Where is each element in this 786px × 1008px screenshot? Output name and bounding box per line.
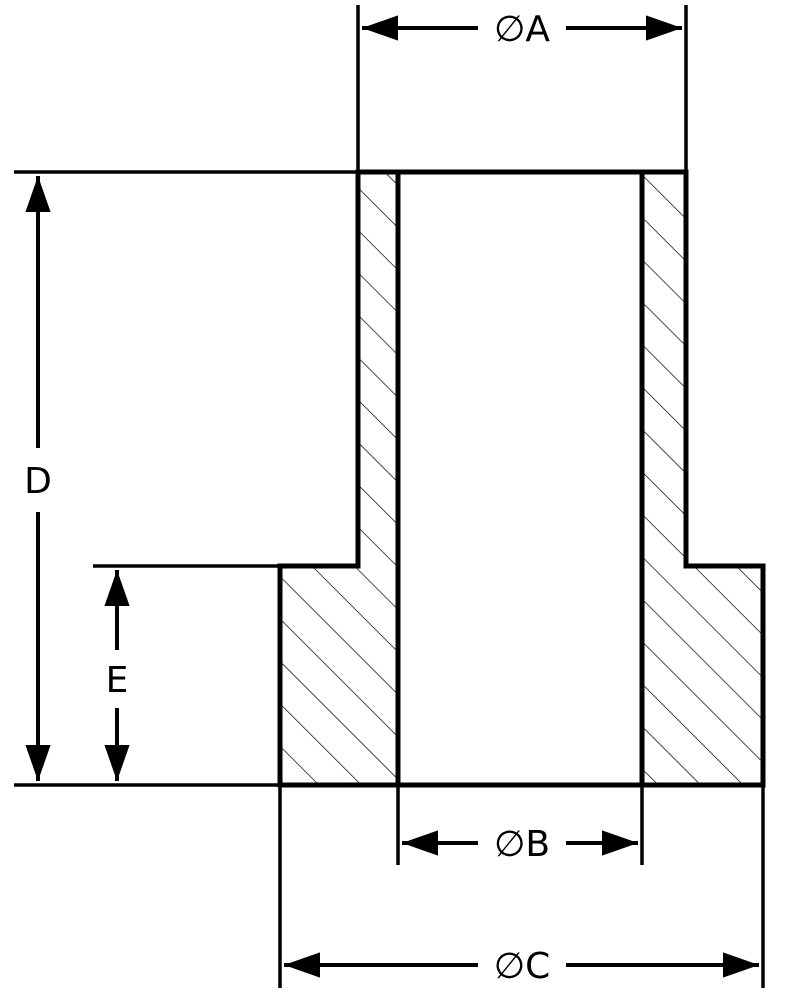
dimension-b-label: ∅B <box>494 824 550 865</box>
hatched-wall-left <box>280 172 398 785</box>
dimension-b: ∅B <box>402 824 638 865</box>
dimension-d-label: D <box>24 461 52 502</box>
dimension-e-label: E <box>106 660 129 701</box>
dimension-a-label: ∅A <box>494 9 550 50</box>
dimension-c: ∅C <box>284 946 759 987</box>
dimension-e: E <box>104 570 130 781</box>
extension-lines <box>14 5 765 988</box>
dimension-c-label: ∅C <box>494 946 551 987</box>
hatched-wall-right <box>642 172 763 785</box>
dimension-a: ∅A <box>362 9 682 50</box>
dimension-d: D <box>24 176 52 781</box>
